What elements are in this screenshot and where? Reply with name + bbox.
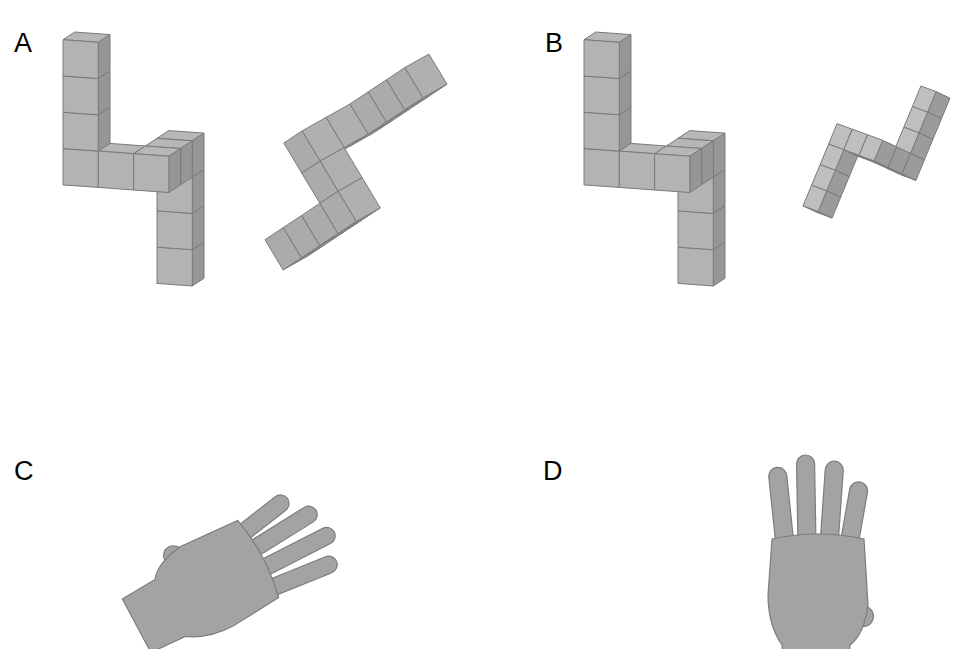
cube-face [338,178,380,222]
cube-face [63,149,98,188]
cube-face [134,154,169,193]
cube-face [584,112,619,151]
palm [113,515,284,649]
cube-figure [584,32,725,286]
palm [768,534,868,649]
panel-letter: B [545,30,563,57]
cube-face [690,149,702,193]
panel-letter: D [543,458,563,485]
cube-face [181,141,193,185]
cube-face [713,133,725,177]
cube-face [619,151,654,190]
cube-face [98,151,133,190]
cube-face [63,76,98,115]
cube-face [702,141,714,185]
cube-figure [803,86,950,218]
cube-figure [63,32,204,286]
cube-face [678,247,713,286]
cube-face [655,154,690,193]
palm-top [216,519,281,609]
panel-letter: A [14,30,32,57]
cube-face [584,149,619,188]
cube-face [63,112,98,151]
cube-face [619,35,631,79]
palm-top [772,536,864,565]
cube-face [98,35,110,79]
cube-face [157,211,192,250]
cube-face [584,40,619,79]
panel-letter: C [14,458,34,485]
hand-picture [109,471,351,649]
cube-face [678,211,713,250]
cube-face [584,76,619,115]
cube-face [803,185,827,211]
cube-face [859,135,883,161]
cube-face [405,54,447,98]
cube-figure [265,54,447,270]
cube-face [63,40,98,79]
cube-face [169,149,181,193]
hand-picture [768,455,878,649]
cube-face [157,247,192,286]
cube-face [192,133,204,177]
